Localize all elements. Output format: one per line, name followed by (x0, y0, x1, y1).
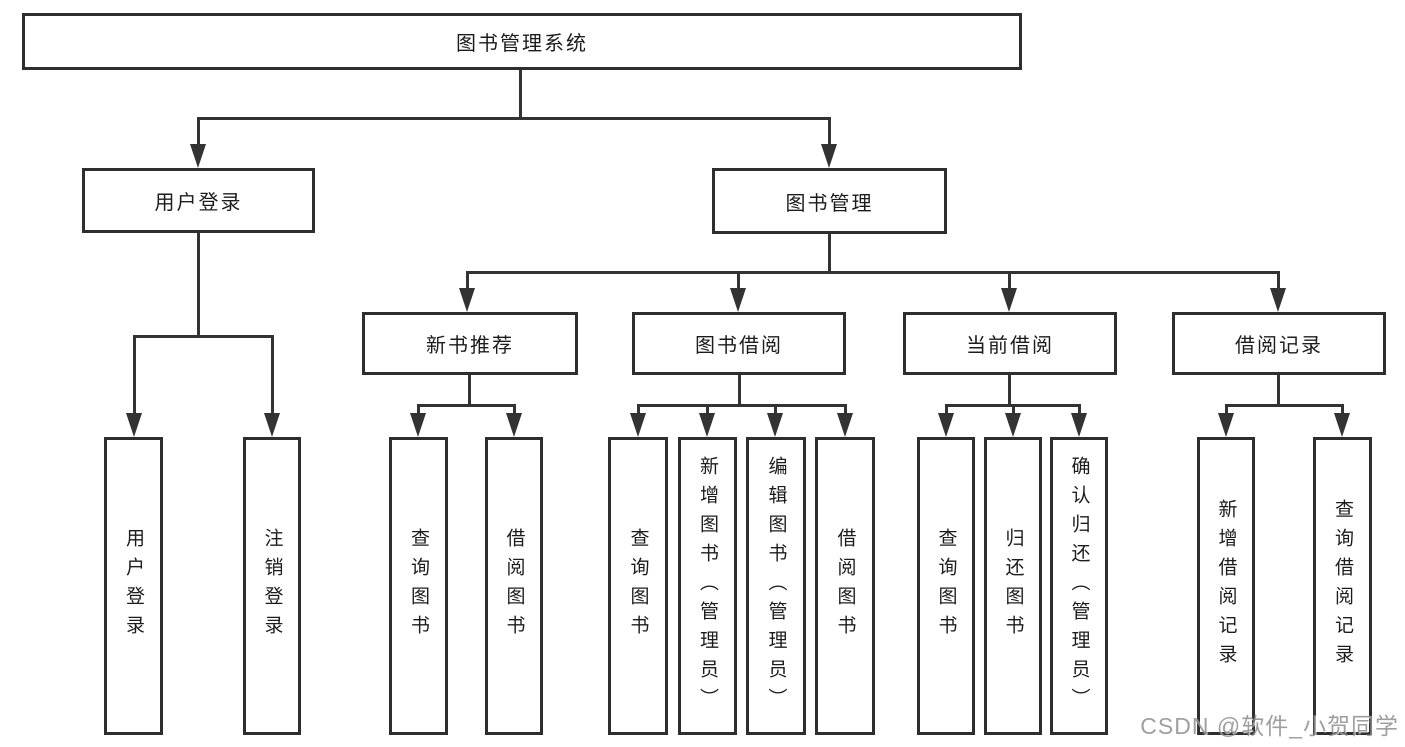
leaf-label: 借阅图书 (503, 528, 525, 644)
arrow-down-icon (730, 288, 746, 312)
connector-line (466, 271, 1280, 274)
node-label: 图书管理 (785, 192, 874, 215)
connector-line (519, 70, 522, 120)
leaf-edit-books-admin: 编辑图书（管理员） (746, 437, 806, 735)
connector-line (271, 337, 274, 415)
arrow-down-icon (1005, 413, 1021, 437)
connector-line (1225, 406, 1228, 415)
arrow-down-icon (1334, 413, 1350, 437)
arrow-down-icon (1001, 288, 1017, 312)
arrow-down-icon (459, 288, 475, 312)
leaf-return-books: 归还图书 (984, 437, 1042, 735)
connector-line (1341, 406, 1344, 415)
arrow-down-icon (821, 144, 837, 168)
connector-line (738, 375, 741, 407)
arrow-down-icon (699, 413, 715, 437)
node-label: 用户登录 (154, 192, 243, 214)
node-new-book-recommend: 新书推荐 (362, 312, 578, 375)
leaf-label: 新增借阅记录 (1215, 499, 1237, 673)
connector-line (706, 406, 709, 415)
arrow-down-icon (630, 413, 646, 437)
connector-line (945, 406, 948, 415)
watermark: CSDN @软件_小贺同学 (1140, 713, 1399, 739)
arrow-down-icon (1218, 413, 1234, 437)
connector-line (1008, 273, 1011, 291)
leaf-query-books-borrowing: 查询图书 (608, 437, 668, 735)
leaf-label: 查询图书 (935, 528, 957, 644)
node-label: 新书推荐 (426, 335, 514, 357)
leaf-add-books-admin: 新增图书（管理员） (678, 437, 737, 735)
connector-line (1012, 406, 1015, 415)
node-label: 图书借阅 (695, 335, 783, 357)
arrow-down-icon (837, 413, 853, 437)
connector-line (1225, 404, 1344, 407)
leaf-label: 查询图书 (627, 528, 649, 644)
leaf-borrow-books: 借阅图书 (815, 437, 875, 735)
node-label: 当前借阅 (966, 335, 1054, 357)
leaf-label: 归还图书 (1002, 528, 1024, 644)
node-book-borrowing: 图书借阅 (632, 312, 846, 375)
leaf-label: 新增图书（管理员） (697, 455, 718, 717)
arrow-down-icon (264, 413, 280, 437)
connector-line (1078, 406, 1081, 415)
arrow-down-icon (767, 413, 783, 437)
arrow-down-icon (1270, 288, 1286, 312)
leaf-label: 用户登录 (123, 528, 144, 644)
node-label: 图书管理系统 (456, 33, 588, 55)
leaf-label: 查询借阅记录 (1332, 499, 1353, 673)
connector-line (417, 404, 516, 407)
leaf-label: 确认归还（管理员） (1068, 455, 1090, 717)
node-borrowing-records: 借阅记录 (1172, 312, 1386, 375)
connector-line (417, 406, 420, 415)
leaf-label: 借阅图书 (834, 528, 856, 644)
arrow-down-icon (506, 413, 522, 437)
leaf-confirm-return-admin: 确认归还（管理员） (1050, 437, 1108, 735)
connector-line (468, 375, 471, 407)
leaf-add-borrow-record: 新增借阅记录 (1197, 437, 1255, 735)
node-user-login: 用户登录 (82, 168, 315, 233)
arrow-down-icon (938, 413, 954, 437)
connector-line (197, 233, 200, 337)
connector-line (197, 117, 831, 120)
connector-line (637, 404, 847, 407)
leaf-user-login: 用户登录 (104, 437, 163, 735)
leaf-label: 注销登录 (261, 528, 283, 644)
connector-line (828, 119, 831, 147)
connector-line (466, 273, 469, 291)
connector-line (513, 406, 516, 415)
leaf-logout-login: 注销登录 (243, 437, 301, 735)
connector-line (197, 119, 200, 147)
connector-line (828, 234, 831, 274)
arrow-down-icon (126, 413, 142, 437)
connector-line (737, 273, 740, 291)
node-label: 借阅记录 (1235, 335, 1323, 357)
leaf-query-books-current: 查询图书 (917, 437, 975, 735)
connector-line (133, 335, 274, 338)
connector-line (945, 404, 1081, 407)
leaf-query-books-recommend: 查询图书 (389, 437, 448, 735)
connector-line (133, 337, 136, 415)
node-book-management: 图书管理 (712, 168, 947, 234)
connector-line (1277, 375, 1280, 407)
leaf-query-borrow-record: 查询借阅记录 (1313, 437, 1372, 735)
connector-line (1277, 273, 1280, 291)
connector-line (1008, 375, 1011, 407)
leaf-borrow-books-recommend: 借阅图书 (485, 437, 543, 735)
arrow-down-icon (410, 413, 426, 437)
connector-line (844, 406, 847, 415)
connector-line (637, 406, 640, 415)
node-current-borrowing: 当前借阅 (903, 312, 1117, 375)
node-library-system: 图书管理系统 (22, 13, 1022, 70)
arrow-down-icon (1071, 413, 1087, 437)
connector-line (774, 406, 777, 415)
leaf-label: 查询图书 (408, 528, 429, 644)
leaf-label: 编辑图书（管理员） (765, 455, 787, 717)
arrow-down-icon (190, 144, 206, 168)
